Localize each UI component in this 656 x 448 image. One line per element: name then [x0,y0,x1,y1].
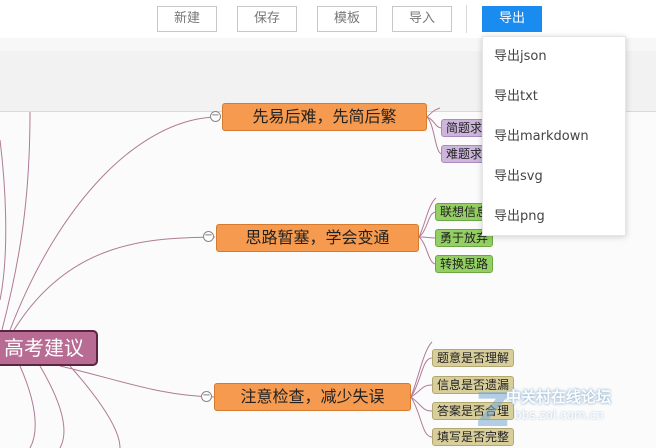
leaf-node[interactable]: 转换思路 [435,255,494,273]
save-button[interactable]: 保存 [237,6,297,32]
collapse-toggle-icon[interactable]: − [203,230,214,242]
collapse-toggle-icon[interactable]: − [210,110,221,122]
import-button[interactable]: 导入 [392,6,452,32]
leaf-node[interactable]: 答案是否合理 [432,402,515,420]
template-button[interactable]: 模板 [317,6,377,32]
mindmap-root-node[interactable]: 高考建议 [0,330,98,366]
export-png-item[interactable]: 导出png [494,209,545,224]
branch-node-3[interactable]: 注意检查，减少失误 [214,383,411,411]
leaf-node[interactable]: 信息是否遗漏 [432,376,515,394]
leaf-node[interactable]: 填写是否完整 [432,428,515,446]
export-txt-item[interactable]: 导出txt [494,89,538,104]
leaf-node[interactable]: 勇于放弃 [435,229,494,247]
branch-node-1[interactable]: 先易后难，先简后繁 [222,103,427,131]
export-json-item[interactable]: 导出json [494,49,547,64]
leaf-node[interactable]: 难题求 [441,145,488,163]
export-dropdown-menu: 导出json 导出txt 导出markdown 导出svg 导出png [482,36,626,236]
export-svg-item[interactable]: 导出svg [494,169,543,184]
toolbar-divider [466,5,467,33]
new-button[interactable]: 新建 [157,6,217,32]
toolbar: 新建 保存 模板 导入 导出 [0,0,656,38]
collapse-toggle-icon[interactable]: − [201,390,212,402]
export-markdown-item[interactable]: 导出markdown [494,129,589,144]
branch-node-2[interactable]: 思路暂塞，学会变通 [216,224,419,252]
export-button[interactable]: 导出 [482,6,542,32]
leaf-node[interactable]: 题意是否理解 [432,349,515,367]
leaf-node[interactable]: 简题求 [441,119,488,137]
leaf-node[interactable]: 联想信息 [435,203,494,221]
